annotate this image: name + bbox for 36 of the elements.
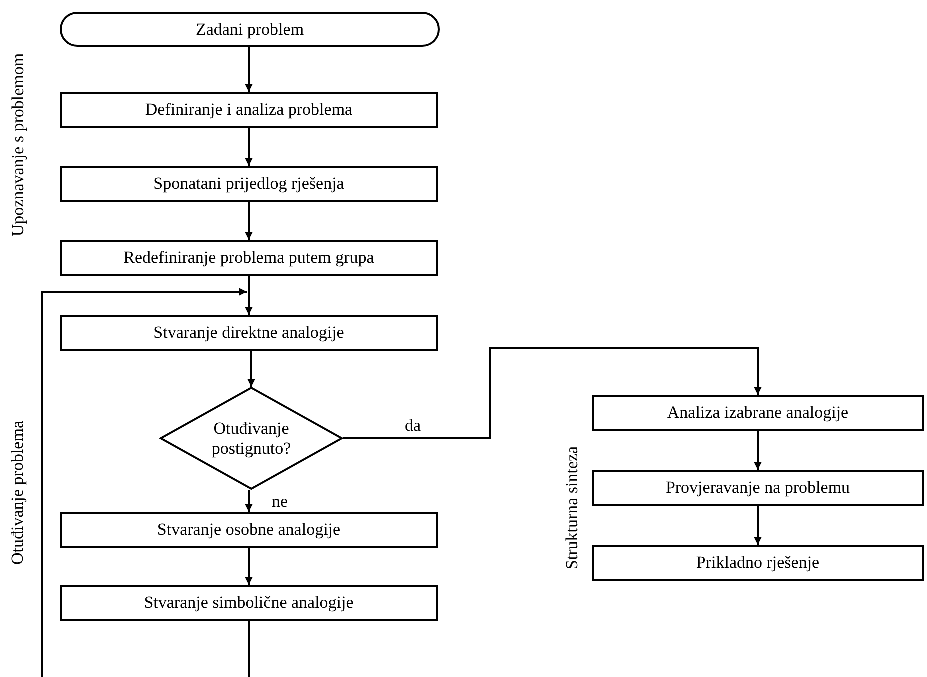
process-box — [592, 395, 924, 431]
node-label: Prikladno rješenje — [696, 553, 820, 573]
node-label: Redefiniranje problema putem grupa — [124, 248, 374, 268]
process-box — [60, 92, 438, 128]
arrow — [248, 351, 256, 387]
process-box — [60, 585, 438, 621]
decision-diamond — [160, 387, 343, 490]
process-box — [592, 545, 924, 581]
process-box — [592, 470, 924, 506]
node-label: Definiranje i analiza problema — [145, 100, 353, 120]
node-label: Stvaranje simbolične analogije — [144, 593, 354, 613]
process-box — [60, 512, 438, 548]
arrow — [245, 47, 253, 92]
arrow — [245, 548, 253, 585]
section-label: Otuđivanje problema — [8, 421, 28, 565]
process-box — [60, 315, 438, 351]
node-label: Sponatani prijedlog rješenja — [154, 174, 344, 194]
node-label: Otuđivanje postignuto? — [210, 418, 292, 458]
node-label: Stvaranje direktne analogije — [154, 323, 344, 343]
node-label: Analiza izabrane analogije — [667, 403, 849, 423]
arrow — [245, 202, 253, 240]
process-box — [60, 166, 438, 202]
arrow — [754, 431, 762, 470]
node-label: Zadani problem — [196, 20, 304, 40]
arrow — [343, 347, 762, 440]
arrow — [245, 490, 253, 512]
arrow — [245, 128, 253, 166]
arrow — [245, 276, 253, 315]
node-label: Stvaranje osobne analogije — [157, 520, 341, 540]
arrow — [41, 288, 250, 677]
process-box — [60, 240, 438, 276]
terminator-shape — [60, 12, 440, 47]
arrow — [754, 506, 762, 545]
section-label: Strukturna sinteza — [562, 446, 582, 570]
section-label: Upoznavanje s problemom — [8, 53, 28, 237]
node-label: Provjeravanje na problemu — [666, 478, 850, 498]
